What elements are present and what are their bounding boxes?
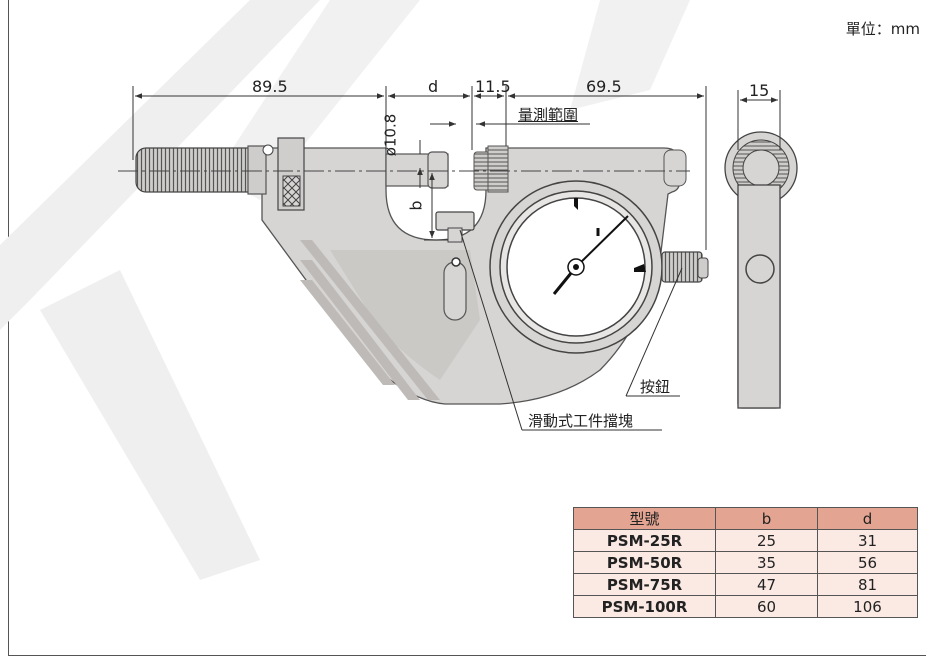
dim-11-5: 11.5	[475, 77, 511, 96]
cell-b: 47	[715, 573, 818, 596]
header-model: 型號	[573, 507, 716, 530]
callout-range: 量測範圍	[518, 106, 579, 124]
dimension-lines	[132, 86, 781, 431]
dim-d: d	[428, 77, 439, 96]
dim-diameter: ø10.8	[381, 113, 400, 157]
cell-d: 106	[817, 595, 918, 618]
dial-gauge	[489, 180, 663, 354]
thimble	[135, 144, 274, 195]
cell-model: PSM-75R	[573, 573, 716, 596]
callout-button: 按鈕	[640, 378, 671, 396]
cell-b: 60	[715, 595, 818, 618]
table-header-row: 型號 b d	[573, 507, 918, 530]
cell-model: PSM-100R	[573, 595, 716, 618]
table-row: PSM-100R 60 106	[573, 595, 918, 618]
dim-69-5: 69.5	[586, 77, 622, 96]
dim-89-5: 89.5	[252, 77, 288, 96]
callout-anvil: 滑動式工件擋塊	[528, 412, 634, 430]
side-view	[724, 131, 798, 409]
table-row: PSM-50R 35 56	[573, 551, 918, 574]
table-row: PSM-75R 47 81	[573, 573, 918, 596]
dim-b: b	[406, 200, 426, 211]
spindle	[385, 151, 449, 189]
dim-15: 15	[749, 81, 770, 100]
anvil	[473, 145, 687, 193]
lock-clamp	[277, 137, 305, 211]
header-d: d	[817, 507, 918, 530]
work-stop	[435, 211, 475, 243]
cell-d: 81	[817, 573, 918, 596]
table-row: PSM-25R 25 31	[573, 529, 918, 552]
cell-model: PSM-25R	[573, 529, 716, 552]
drawing-frame	[8, 0, 926, 656]
cell-b: 25	[715, 529, 818, 552]
cell-b: 35	[715, 551, 818, 574]
push-button	[661, 251, 709, 283]
spec-table: 型號 b d PSM-25R 25 31 PSM-50R 35 56 PSM-7…	[573, 507, 918, 618]
unit-label: 單位：mm	[845, 20, 920, 38]
header-b: b	[715, 507, 818, 530]
cell-model: PSM-50R	[573, 551, 716, 574]
cell-d: 31	[817, 529, 918, 552]
cell-d: 56	[817, 551, 918, 574]
